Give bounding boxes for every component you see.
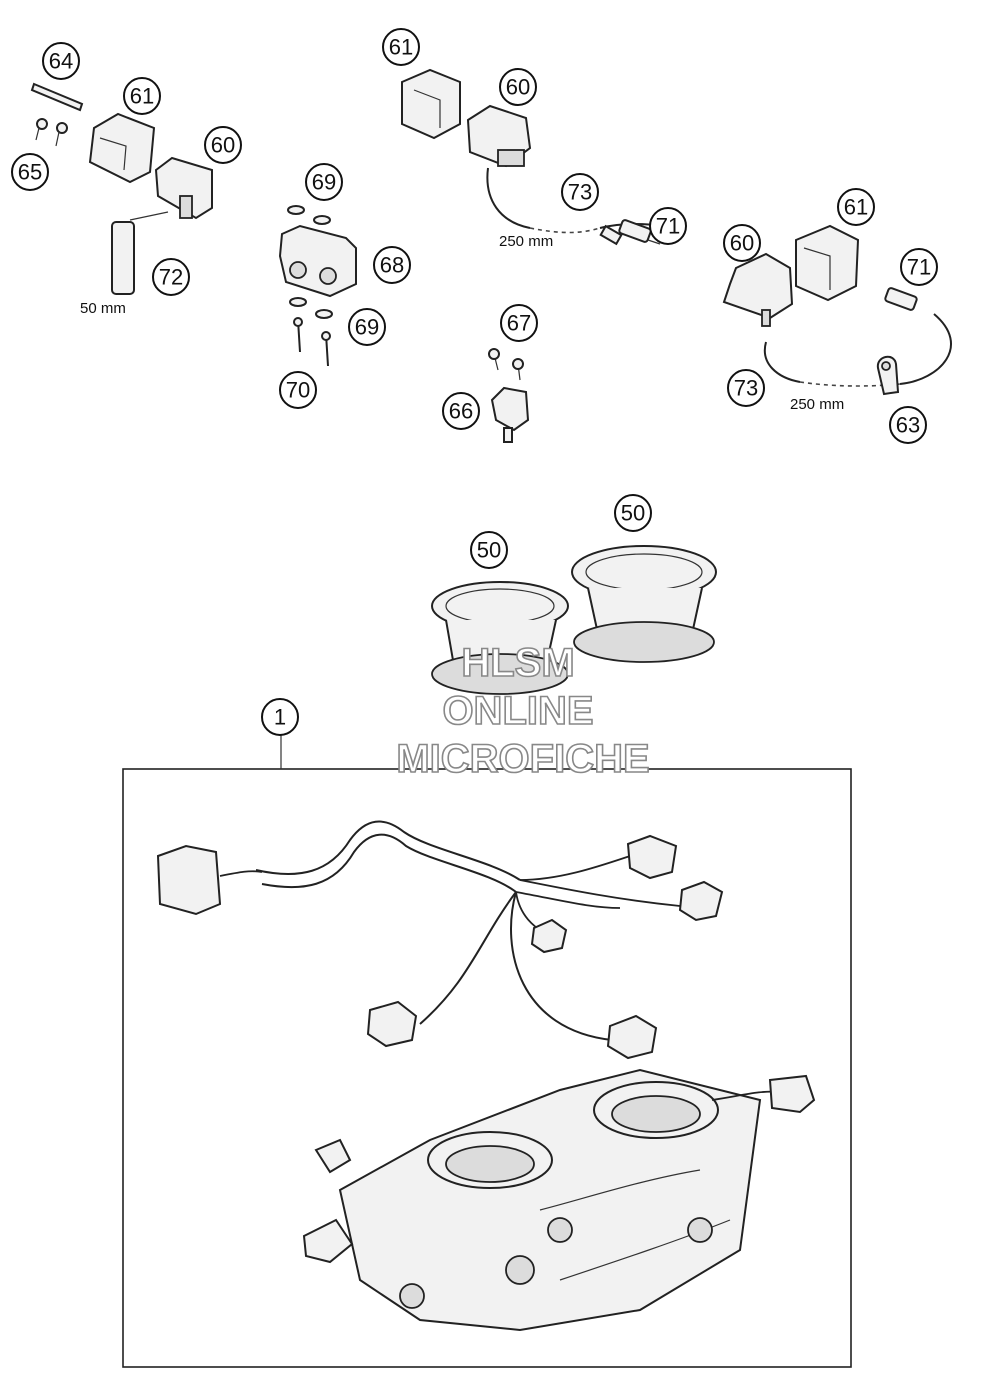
callout-70: 70 <box>279 371 317 409</box>
part-61-cover <box>88 112 156 184</box>
callout-69-bottom: 69 <box>348 308 386 346</box>
svg-text:71: 71 <box>907 255 931 280</box>
connector-main <box>156 844 222 916</box>
svg-text:73: 73 <box>568 180 592 205</box>
dim-hose-250mm-upper: 250 mm <box>499 233 553 250</box>
part-50-funnel-left <box>431 581 569 695</box>
callout-65: 65 <box>11 153 49 191</box>
part-73-hose-right <box>899 313 952 385</box>
svg-text:69: 69 <box>312 170 336 195</box>
part-69-washer <box>287 205 305 215</box>
part-66-sensor <box>490 386 530 432</box>
callout-61-top: 61 <box>382 28 420 66</box>
svg-text:65: 65 <box>18 160 42 185</box>
callout-66: 66 <box>442 392 480 430</box>
dim-hose-50mm: 50 mm <box>80 300 126 317</box>
callout-61-right: 61 <box>837 188 875 226</box>
callout-73-right: 73 <box>727 369 765 407</box>
callout-61-left: 61 <box>123 77 161 115</box>
part-50-funnel-right <box>571 545 717 663</box>
svg-text:66: 66 <box>449 399 473 424</box>
svg-text:72: 72 <box>159 265 183 290</box>
svg-text:60: 60 <box>730 231 754 256</box>
callout-68: 68 <box>373 246 411 284</box>
part-61-cover-top <box>401 68 461 140</box>
callout-50-right: 50 <box>614 494 652 532</box>
svg-text:50: 50 <box>621 501 645 526</box>
throttle-body <box>302 1068 816 1332</box>
callout-63: 63 <box>889 406 927 444</box>
svg-text:MICROFICHE: MICROFICHE <box>396 737 649 781</box>
svg-text:60: 60 <box>506 75 530 100</box>
part-61-cover-right <box>795 224 860 302</box>
callout-60-top: 60 <box>499 68 537 106</box>
middle-sensor-group <box>278 205 357 367</box>
part-63-clamp <box>876 355 900 396</box>
part-72-hose <box>111 221 135 295</box>
svg-text:61: 61 <box>844 195 868 220</box>
svg-text:68: 68 <box>380 253 404 278</box>
callout-1: 1 <box>261 698 299 736</box>
svg-text:61: 61 <box>389 35 413 60</box>
callouts: 64 61 60 65 72 69 68 69 70 61 60 73 71 6… <box>11 28 938 736</box>
part-68-sensor <box>278 224 357 298</box>
svg-text:1: 1 <box>274 705 286 730</box>
part-60-sensor-right <box>722 252 794 320</box>
top-sensor-group <box>401 68 661 246</box>
svg-text:HLSM: HLSM <box>461 641 574 685</box>
dim-hose-250mm-right: 250 mm <box>790 396 844 413</box>
svg-text:73: 73 <box>734 376 758 401</box>
wiring-harness <box>156 820 724 1060</box>
part-70-screws <box>293 317 331 367</box>
watermark: HLSM ONLINE MICROFICHE <box>396 640 651 782</box>
svg-text:61: 61 <box>130 84 154 109</box>
throttle-body-group <box>122 734 852 1368</box>
svg-text:64: 64 <box>49 49 73 74</box>
callout-60-right: 60 <box>723 224 761 262</box>
part-71-fitting-right <box>884 287 918 311</box>
dimension-labels: 50 mm 250 mm 250 mm <box>80 233 844 413</box>
part-1-frame <box>122 768 852 1368</box>
svg-text:69: 69 <box>355 315 379 340</box>
callout-72: 72 <box>152 258 190 296</box>
part-60-sensor <box>154 156 213 220</box>
right-sensor-group <box>722 224 952 396</box>
svg-text:50: 50 <box>477 538 501 563</box>
svg-text:63: 63 <box>896 413 920 438</box>
svg-text:ONLINE: ONLINE <box>442 689 593 733</box>
part-65-screws <box>35 118 68 147</box>
callout-69-top: 69 <box>305 163 343 201</box>
part-64-clip <box>30 82 84 112</box>
callout-71-right: 71 <box>900 248 938 286</box>
callout-71-top: 71 <box>649 207 687 245</box>
svg-text:60: 60 <box>211 133 235 158</box>
callout-73-top: 73 <box>561 173 599 211</box>
intake-funnels-group <box>431 545 717 695</box>
svg-text:71: 71 <box>656 214 680 239</box>
svg-text:67: 67 <box>507 311 531 336</box>
temp-sensor-group <box>488 348 530 443</box>
svg-text:70: 70 <box>286 378 310 403</box>
callout-67: 67 <box>500 304 538 342</box>
left-sensor-group <box>30 82 213 295</box>
callout-50-left: 50 <box>470 531 508 569</box>
callout-60-left: 60 <box>204 126 242 164</box>
callout-64: 64 <box>42 42 80 80</box>
part-71-fitting-top <box>618 219 661 245</box>
